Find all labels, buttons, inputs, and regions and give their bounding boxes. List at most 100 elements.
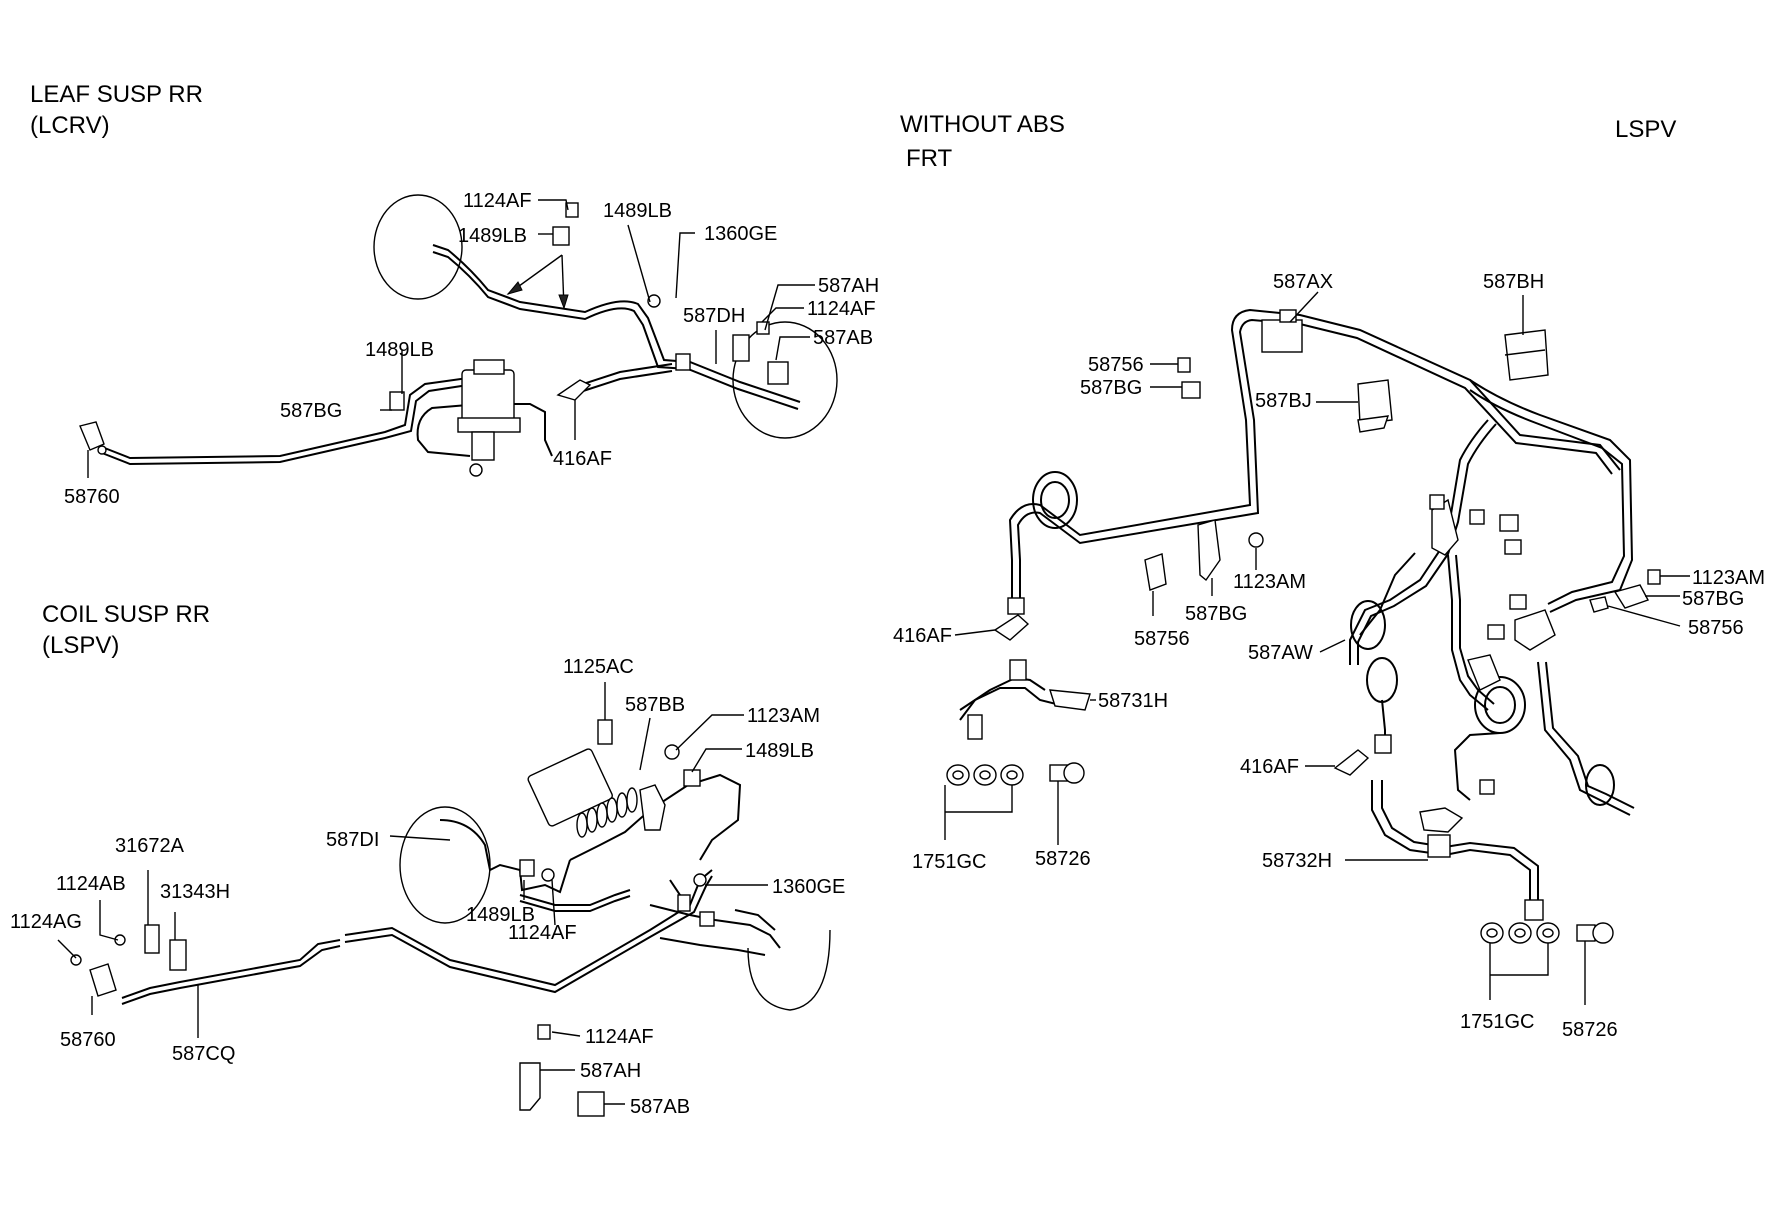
part-label-58760: 58760 <box>64 486 120 508</box>
pipe-clamp-icon <box>1357 379 1393 425</box>
retainer-clip-icon <box>993 614 1030 641</box>
part-label-1123am: 1123AM <box>1233 571 1306 593</box>
part-label-1489lb: 1489LB <box>745 740 814 762</box>
without-abs-heading: WITHOUT ABS <box>900 111 1065 138</box>
pipe-coil <box>1040 481 1070 519</box>
bolt-icon <box>469 463 483 477</box>
bolt-icon <box>537 1024 551 1040</box>
nut-icon <box>647 294 661 308</box>
pipe-clamp-icon <box>1261 319 1303 353</box>
nut-icon <box>693 873 707 887</box>
coil-susp-assembly: 1125AC 587BB 1123AM 1489LB 587DI 31672A … <box>10 656 845 1118</box>
brake-pipe <box>505 403 553 457</box>
leaf-susp-heading: LEAF SUSP RR <box>30 81 203 108</box>
brake-drum-outline <box>747 929 831 1011</box>
fitting-icon <box>1374 734 1392 754</box>
part-label-416af: 416AF <box>893 625 952 647</box>
lcrv-valve-base <box>457 417 521 433</box>
part-label-58756: 58756 <box>1134 628 1190 650</box>
leader-line <box>551 1031 581 1037</box>
part-label-58731h: 58731H <box>1098 690 1168 712</box>
part-label-58732h: 58732H <box>1262 850 1332 872</box>
part-label-58756: 58756 <box>1688 617 1744 639</box>
nut-icon <box>1429 494 1445 510</box>
part-label-31672a: 31672A <box>115 835 185 857</box>
leader-line <box>1319 639 1346 653</box>
part-label-1360ge: 1360GE <box>772 876 845 898</box>
brake-pipe <box>519 895 631 912</box>
brake-pipe <box>416 404 471 457</box>
part-label-587bg: 587BG <box>1185 603 1247 625</box>
brake-pipe <box>1469 389 1626 605</box>
brake-hose <box>579 363 673 386</box>
bracket-icon <box>1431 498 1459 556</box>
pipe-coil <box>1484 686 1516 724</box>
part-label-587dh: 587DH <box>683 305 745 327</box>
front-heading: FRT <box>906 145 953 172</box>
part-label-416af: 416AF <box>553 448 612 470</box>
leader-line <box>761 307 804 323</box>
clip-icon <box>1613 584 1650 609</box>
part-label-1751gc: 1751GC <box>1460 1011 1535 1033</box>
leader-line <box>775 336 810 361</box>
fitting-icon <box>675 353 691 371</box>
part-label-31343h: 31343H <box>160 881 230 903</box>
pipe-coil <box>1585 764 1615 806</box>
part-label-587bj: 587BJ <box>1255 390 1312 412</box>
pipe-coil <box>1366 657 1398 703</box>
brake-pipe <box>432 244 801 403</box>
part-label-1124af: 1124AF <box>463 190 532 212</box>
leader-line <box>954 629 996 636</box>
leader-line <box>691 748 742 773</box>
part-label-58726: 58726 <box>1562 1019 1618 1041</box>
pipe-clamp-icon <box>1357 415 1390 433</box>
washer-icon <box>1514 928 1526 938</box>
leader-line <box>627 224 651 303</box>
part-label-587di: 587DI <box>326 829 379 851</box>
brake-pipe <box>432 251 799 410</box>
leader-line <box>1607 605 1681 627</box>
pipe-clamp-icon <box>1279 309 1297 323</box>
clip-icon <box>683 769 701 787</box>
brake-hose <box>1381 780 1539 900</box>
bolt-icon <box>1248 532 1264 548</box>
washer-icon <box>1486 928 1498 938</box>
leader-line <box>944 785 1013 840</box>
brake-pipe <box>121 945 341 1005</box>
bolt-icon <box>1509 594 1527 610</box>
arrow-head <box>506 281 523 295</box>
part-label-1489lb: 1489LB <box>466 904 535 926</box>
part-label-1124af: 1124AF <box>807 298 876 320</box>
clip-icon <box>519 859 535 877</box>
brake-pipe <box>101 384 469 466</box>
leader-line <box>675 232 695 299</box>
fitting-icon <box>1007 597 1025 615</box>
clip-icon <box>144 924 160 954</box>
part-label-1360ge: 1360GE <box>704 223 777 245</box>
part-label-1489lb: 1489LB <box>603 200 672 222</box>
bolt-icon <box>1504 539 1522 555</box>
brake-pipe <box>101 377 469 460</box>
brake-pipe <box>1447 554 1489 711</box>
fitting-icon <box>1524 899 1544 921</box>
part-label-1124af: 1124AF <box>585 1026 654 1048</box>
part-label-1489lb: 1489LB <box>458 225 527 247</box>
part-label-58760: 58760 <box>60 1029 116 1051</box>
brake-pipe <box>1545 661 1635 809</box>
section-headings: LEAF SUSP RR (LCRV) COIL SUSP RR (LSPV) … <box>30 81 1676 659</box>
part-label-1124ab: 1124AB <box>56 873 126 895</box>
bolt-icon <box>1499 514 1519 532</box>
bolt-icon <box>1647 569 1661 585</box>
brake-pipe <box>1359 552 1416 636</box>
part-label-587aw: 587AW <box>1248 642 1313 664</box>
brake-pipe <box>649 904 781 949</box>
bracket-icon <box>1197 519 1221 582</box>
lspv-spring <box>576 787 638 838</box>
fitting-icon <box>97 445 107 455</box>
brake-drum-outline <box>373 194 463 300</box>
lcrv-valve-top <box>473 359 505 375</box>
bolt-icon <box>114 934 126 946</box>
clip-icon <box>389 391 405 411</box>
bolt-icon <box>597 719 613 745</box>
retainer-clip-icon <box>1333 749 1370 776</box>
